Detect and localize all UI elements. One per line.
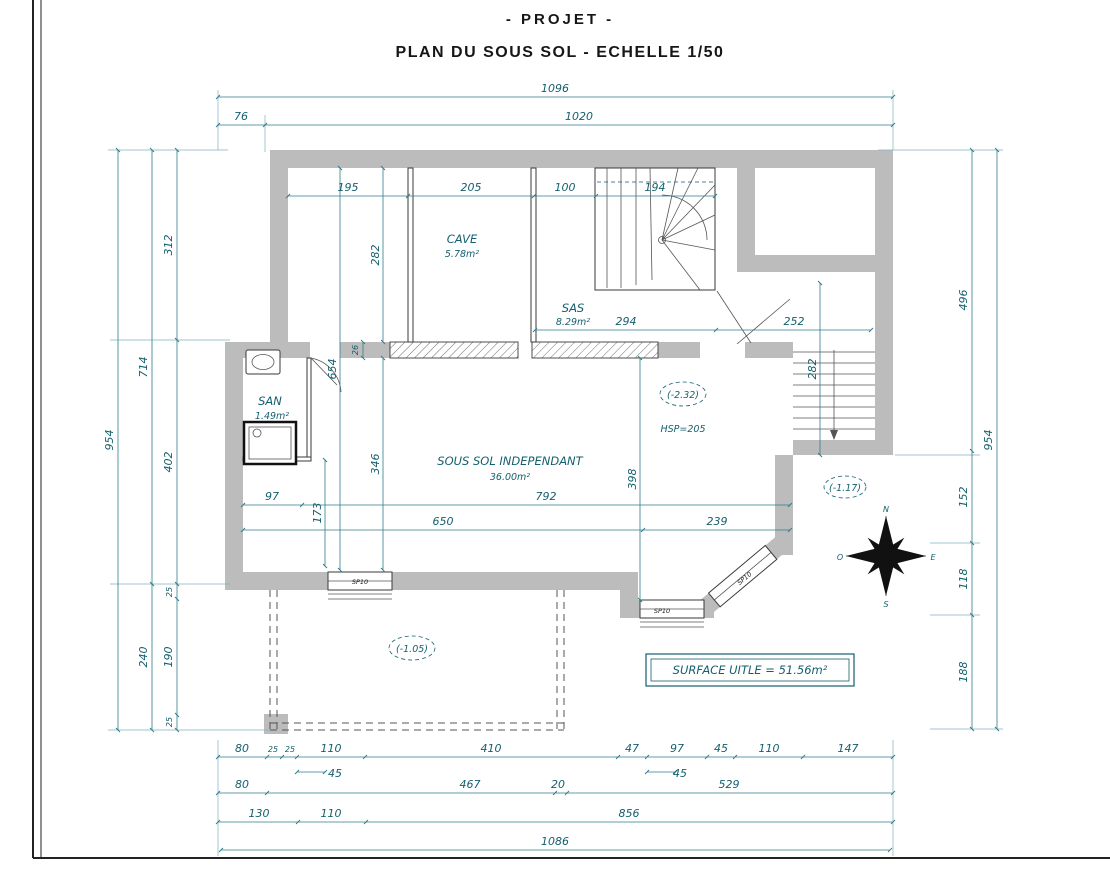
surface-box: SURFACE UITLE = 51.56m² xyxy=(645,653,855,687)
dim-194: 194 xyxy=(645,181,666,194)
cave-area: 5.78m² xyxy=(445,249,479,260)
hatched-walls xyxy=(389,341,659,359)
dim-195: 195 xyxy=(338,181,359,194)
dim-205: 205 xyxy=(461,181,482,194)
dim-792: 792 xyxy=(536,490,557,503)
terrace-dashed-outline xyxy=(269,590,565,731)
window-3: SP10 xyxy=(707,544,778,608)
compass-north: N xyxy=(883,505,889,514)
dim-282-cave: 282 xyxy=(369,245,382,266)
dim-398: 398 xyxy=(626,469,639,490)
dim-346: 346 xyxy=(369,454,382,475)
dim-714: 714 xyxy=(137,357,150,378)
dimension-texts: 1096 76 1020 195 205 100 194 294 252 954… xyxy=(103,82,995,848)
sheet-frame xyxy=(32,0,1110,859)
surface-value: SURFACE UITLE = 51.56m² xyxy=(673,663,828,677)
dim-b3-110: 110 xyxy=(321,807,342,820)
dim-b1-147: 147 xyxy=(838,742,859,755)
dim-294: 294 xyxy=(616,315,637,328)
plan-title: PLAN DU SOUS SOL - ECHELLE 1/50 xyxy=(396,44,725,61)
dim-1020: 1020 xyxy=(565,110,593,123)
dim-100: 100 xyxy=(555,181,576,194)
dim-b1-97: 97 xyxy=(670,742,684,755)
compass-south: S xyxy=(883,600,888,609)
dim-b2-529: 529 xyxy=(719,778,740,791)
dim-252: 252 xyxy=(784,315,805,328)
dim-1096: 1096 xyxy=(541,82,569,95)
dim-26: 26 xyxy=(351,345,360,355)
dim-b1-45: 45 xyxy=(714,742,728,755)
dim-188: 188 xyxy=(957,662,970,683)
dim-496: 496 xyxy=(957,290,970,311)
level-markers: (-2.32) (-1.17) (-1.05) xyxy=(388,381,867,661)
dim-b1-110: 110 xyxy=(321,742,342,755)
dim-b1-47: 47 xyxy=(625,742,639,755)
dim-239: 239 xyxy=(707,515,728,528)
dim-sub-45b: 45 xyxy=(673,767,687,780)
sous-sol-label: SOUS SOL INDEPENDANT xyxy=(437,454,583,468)
san-fixtures xyxy=(242,349,298,466)
dim-650: 650 xyxy=(433,515,454,528)
san-label: SAN xyxy=(258,394,282,408)
dim-b1-410: 410 xyxy=(481,742,502,755)
dim-312: 312 xyxy=(162,235,175,256)
dim-173: 173 xyxy=(311,503,324,524)
cave-label: CAVE xyxy=(447,232,478,246)
sas-area: 8.29m² xyxy=(556,317,590,328)
dim-b1-25b: 25 xyxy=(285,745,295,754)
compass-east: E xyxy=(930,553,936,562)
dim-b3-856: 856 xyxy=(619,807,640,820)
dim-97: 97 xyxy=(265,490,279,503)
dim-b4-1086: 1086 xyxy=(541,835,569,848)
windows: SP10 SP10 SP10 xyxy=(327,544,778,628)
san-area: 1.49m² xyxy=(255,411,289,422)
dim-25a: 25 xyxy=(165,587,174,597)
stair-direction-arrow xyxy=(830,430,838,440)
dim-118: 118 xyxy=(957,569,970,590)
dim-sub-45a: 45 xyxy=(328,767,342,780)
dim-b3-130: 130 xyxy=(249,807,270,820)
dim-b2-467: 467 xyxy=(460,778,481,791)
sous-sol-area: 36.00m² xyxy=(490,472,530,483)
compass-rose: N E S O xyxy=(837,505,937,609)
dim-402: 402 xyxy=(162,452,175,473)
dim-190: 190 xyxy=(162,647,175,668)
dim-b1-25a: 25 xyxy=(268,745,278,754)
level-stairs: (-1.17) xyxy=(829,483,861,494)
window-1-label: SP10 xyxy=(352,578,368,586)
dimension-lines xyxy=(115,94,1000,853)
dim-240: 240 xyxy=(137,647,150,668)
hsp-label: HSP=205 xyxy=(661,424,706,435)
dim-b1-80: 80 xyxy=(235,742,249,755)
dim-25b: 25 xyxy=(165,717,174,727)
straight-stair xyxy=(793,350,875,440)
dim-b2-20: 20 xyxy=(551,778,565,791)
level-terrace: (-1.05) xyxy=(396,644,428,655)
dim-left-954: 954 xyxy=(103,430,116,451)
sas-label: SAS xyxy=(562,301,584,315)
dim-282-stair: 282 xyxy=(806,359,819,380)
level-sas: (-2.32) xyxy=(667,390,699,401)
sink xyxy=(245,349,281,375)
compass-west: O xyxy=(837,553,843,562)
dim-b1-110b: 110 xyxy=(759,742,780,755)
witness-lines xyxy=(108,90,1003,856)
dim-b2-80: 80 xyxy=(235,778,249,791)
walls xyxy=(225,150,893,734)
shower xyxy=(242,420,298,466)
title-block: - PROJET - PLAN DU SOUS SOL - ECHELLE 1/… xyxy=(396,11,725,61)
dim-654: 654 xyxy=(326,359,339,380)
dim-right-954: 954 xyxy=(982,430,995,451)
window-2-label: SP10 xyxy=(654,607,670,615)
project-title: - PROJET - xyxy=(506,11,614,28)
room-labels: CAVE 5.78m² SAS 8.29m² SAN 1.49m² SOUS S… xyxy=(255,232,706,483)
dim-76: 76 xyxy=(234,110,248,123)
dim-152: 152 xyxy=(957,487,970,508)
